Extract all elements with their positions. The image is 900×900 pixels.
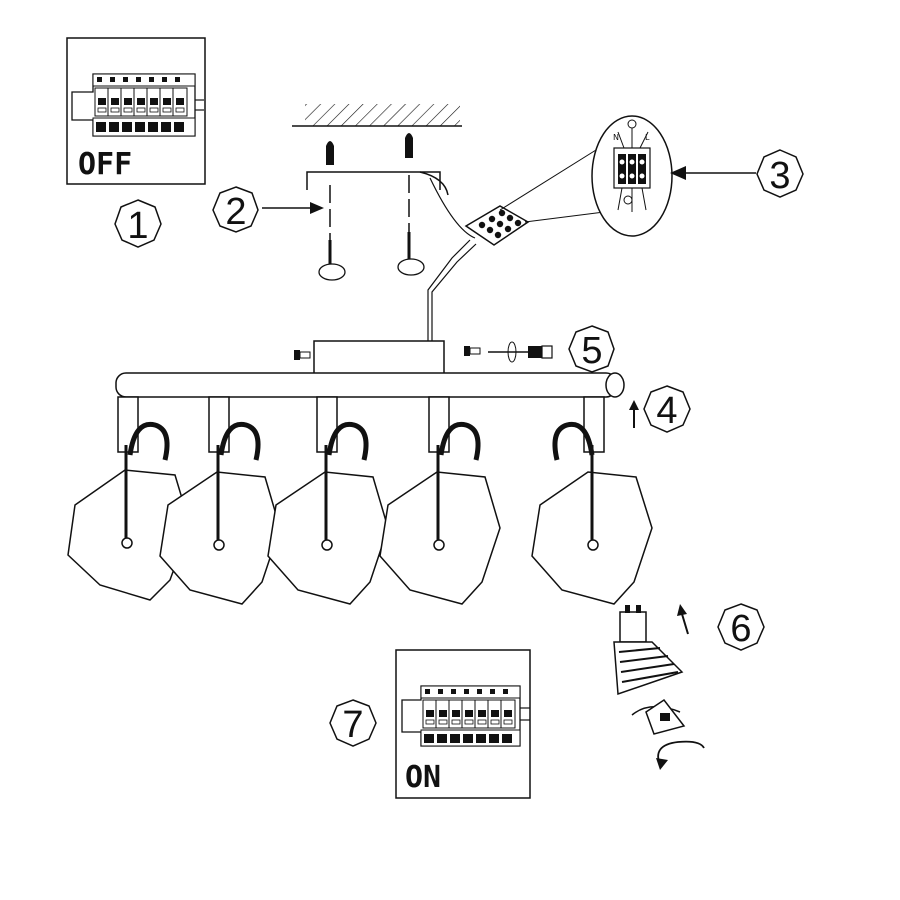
spotlight-head <box>67 396 191 601</box>
step-7-number: 7 <box>342 704 363 746</box>
off-label: OFF <box>78 147 132 182</box>
fixture-bar <box>115 372 625 398</box>
terminal-label-l: L <box>645 133 650 142</box>
step-2-arrow <box>262 202 324 214</box>
terminal-block-icon <box>464 205 530 246</box>
supply-cable <box>427 177 477 342</box>
step-1-number: 1 <box>127 205 148 247</box>
step-2-badge <box>212 186 259 233</box>
terminal-label-n: N <box>613 133 619 142</box>
spotlight-head <box>267 396 389 605</box>
ceiling-icon <box>292 104 462 127</box>
step-4-badge <box>643 385 691 433</box>
step-6-arrow <box>677 604 689 635</box>
fuse-box-off-panel: OFF <box>66 37 206 185</box>
fuse-box-icon <box>71 73 204 137</box>
step-6-badge <box>717 603 765 651</box>
step-3-badge <box>756 149 804 198</box>
fuse-box-icon <box>401 685 530 747</box>
spotlight-head <box>159 396 281 605</box>
canopy-box <box>313 340 445 379</box>
step-2-number: 2 <box>225 191 246 233</box>
terminal-block-icon <box>613 147 651 189</box>
on-label: ON <box>405 760 441 795</box>
gu10-bulb-icon <box>613 605 686 735</box>
step-1-badge <box>114 199 162 248</box>
spotlight-head <box>379 396 501 605</box>
screw-icon <box>294 346 481 360</box>
fuse-box-on-panel: ON <box>395 649 531 799</box>
step-7-badge <box>329 699 377 747</box>
step-3-number: 3 <box>769 155 790 197</box>
wall-plug-icon <box>326 133 413 165</box>
step-4-number: 4 <box>656 390 677 432</box>
step-5-number: 5 <box>581 330 602 372</box>
spotlight-head <box>531 396 653 605</box>
screwdriver-icon <box>488 341 553 363</box>
step-6-number: 6 <box>730 608 751 650</box>
step-3-arrow <box>670 166 756 180</box>
step-5-badge <box>568 325 615 373</box>
screw-icon <box>318 232 425 281</box>
connector-detail-callout: N L <box>499 115 673 237</box>
rotate-arrow-icon <box>656 740 705 770</box>
mounting-bracket <box>306 171 449 260</box>
step-4-arrow <box>629 400 639 428</box>
